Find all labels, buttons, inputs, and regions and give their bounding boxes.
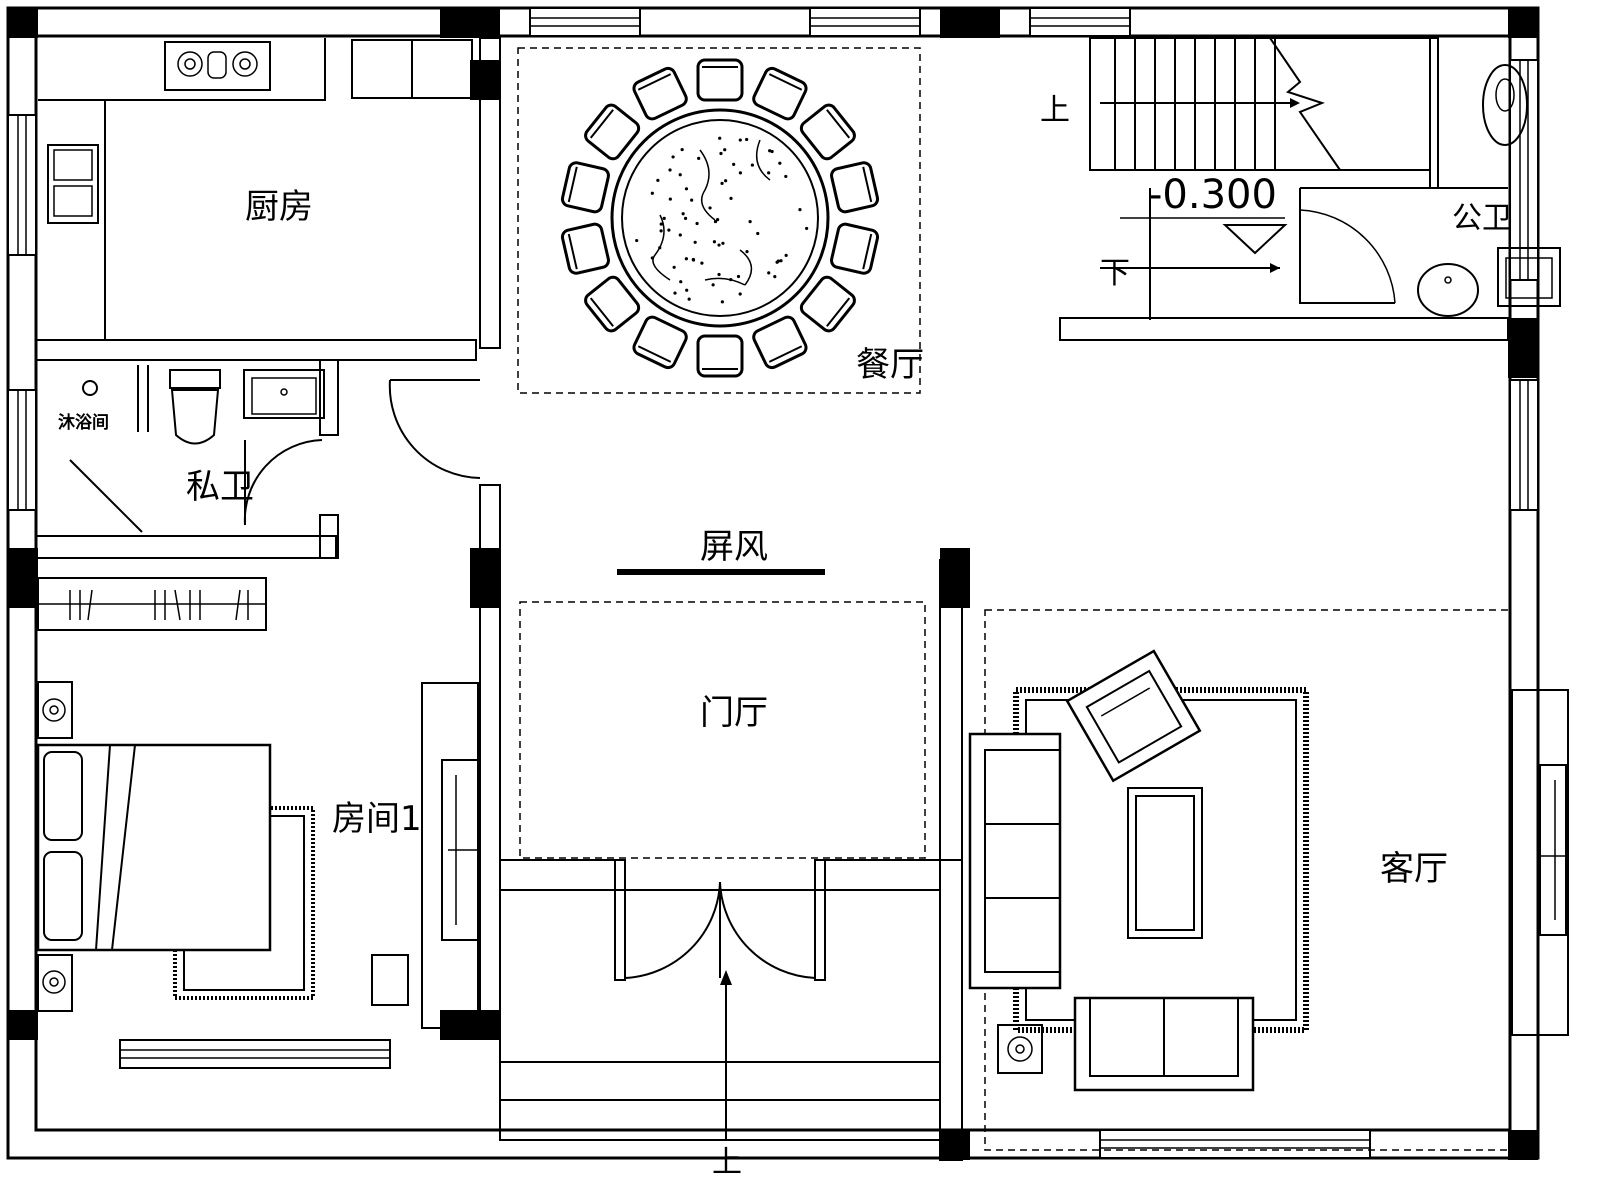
- double-entry-door: [625, 882, 815, 978]
- double-bed-icon: [38, 745, 270, 950]
- dining-chair-icon: [698, 336, 742, 376]
- dining-chair-icon: [561, 161, 610, 213]
- dining-room: 餐厅: [518, 48, 924, 393]
- toilet-icon: [170, 370, 220, 444]
- dining-chair-icon: [632, 66, 689, 121]
- bedroom: 房间1: [38, 578, 478, 1028]
- elevation-label: -0.300: [1148, 172, 1277, 218]
- kitchen: 厨房: [38, 38, 472, 340]
- coffee-table-icon: [1128, 788, 1202, 938]
- staircase: 上 下 -0.300: [1040, 38, 1430, 320]
- tv-cabinet-icon: [422, 683, 478, 1028]
- living-label: 客厅: [1380, 849, 1448, 889]
- round-dining-table-icon: [561, 60, 879, 376]
- dining-chair-icon: [751, 66, 808, 121]
- wardrobe-icon: [38, 578, 266, 630]
- loveseat-icon: [1075, 998, 1253, 1090]
- room1-label: 房间1: [332, 799, 422, 839]
- armchair-icon: [1067, 651, 1200, 781]
- private-bathroom: 沐浴间 私卫: [58, 365, 324, 532]
- dining-chair-icon: [561, 223, 610, 275]
- washbasin-icon: [1418, 264, 1478, 316]
- structural-columns: [8, 8, 1538, 1160]
- stair-down-label: 下: [1100, 256, 1130, 291]
- nightstand-lamp-icon: [38, 682, 72, 738]
- entry-up-label: 上: [712, 1145, 742, 1180]
- tv-cabinet-icon: [1512, 690, 1568, 1035]
- dining-chair-icon: [632, 315, 689, 370]
- stair-up-label: 上: [1040, 93, 1070, 128]
- dining-chair-icon: [751, 315, 808, 370]
- shower-head-icon: [83, 381, 97, 395]
- public-bath-label: 公卫: [1452, 201, 1512, 236]
- cabinet-icon: [352, 40, 472, 98]
- dining-chair-icon: [698, 60, 742, 100]
- kitchen-label: 厨房: [245, 187, 313, 227]
- screen-label: 屏风: [700, 527, 768, 567]
- living-room: 客厅: [970, 610, 1568, 1150]
- dining-chair-icon: [830, 161, 879, 213]
- stove-icon: [165, 42, 270, 90]
- sink-icon: [48, 145, 98, 223]
- sofa-icon: [970, 734, 1060, 988]
- vanity-sink-icon: [244, 370, 324, 418]
- bedroom-door: [390, 380, 480, 478]
- dining-chair-icon: [830, 223, 879, 275]
- nightstand-lamp-icon: [38, 955, 72, 1011]
- shower-label: 沐浴间: [58, 412, 109, 433]
- foyer-label: 门厅: [700, 693, 768, 733]
- private-bath-label: 私卫: [186, 467, 254, 507]
- screen-partition: 屏风: [617, 527, 825, 572]
- dining-label: 餐厅: [856, 345, 924, 385]
